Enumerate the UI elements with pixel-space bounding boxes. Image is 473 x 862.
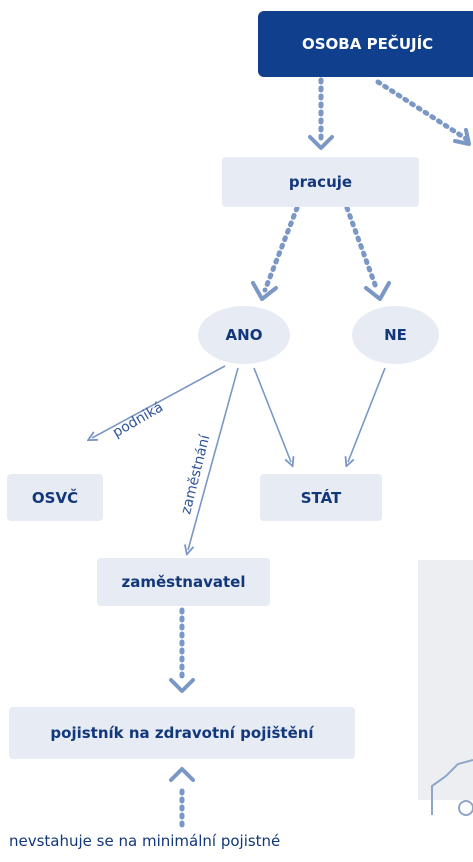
dotted-arrow-header-to-right <box>375 79 471 143</box>
car-wheel-icon <box>458 800 473 816</box>
node-ano: ANO <box>198 306 290 364</box>
arrow-ano-to-stat <box>253 367 291 462</box>
node-stat: STÁT <box>260 474 382 521</box>
arrow-ano-to-zamestnavatel <box>188 367 239 550</box>
arrow-ne-to-stat <box>348 367 386 462</box>
car-illustration <box>431 759 473 815</box>
node-ne: NE <box>352 306 439 364</box>
node-pojistnik: pojistník na zdravotní pojištění <box>9 707 355 759</box>
chevron-right-down-icon <box>453 128 471 146</box>
background-illustration-panel <box>418 560 473 800</box>
dotted-arrow-pracuje-to-ne <box>344 205 380 293</box>
node-zamestnavatel: zaměstnavatel <box>97 558 270 606</box>
chevron-down-icon <box>251 281 278 301</box>
chevron-up-icon <box>169 767 195 782</box>
arrow-ano-to-osvc <box>92 365 226 438</box>
node-pracuje: pracuje <box>222 157 419 207</box>
node-osvc: OSVČ <box>7 474 103 521</box>
chevron-down-icon <box>169 678 195 693</box>
dotted-arrow-pracuje-to-ano <box>262 205 300 293</box>
chevron-down-icon <box>308 135 334 150</box>
footnote-text: nevstahuje se na minimální pojistné <box>9 832 281 850</box>
header-osoba-pecujici: OSOBA PEČUJÍC <box>258 11 473 77</box>
chevron-down-icon <box>364 281 391 301</box>
